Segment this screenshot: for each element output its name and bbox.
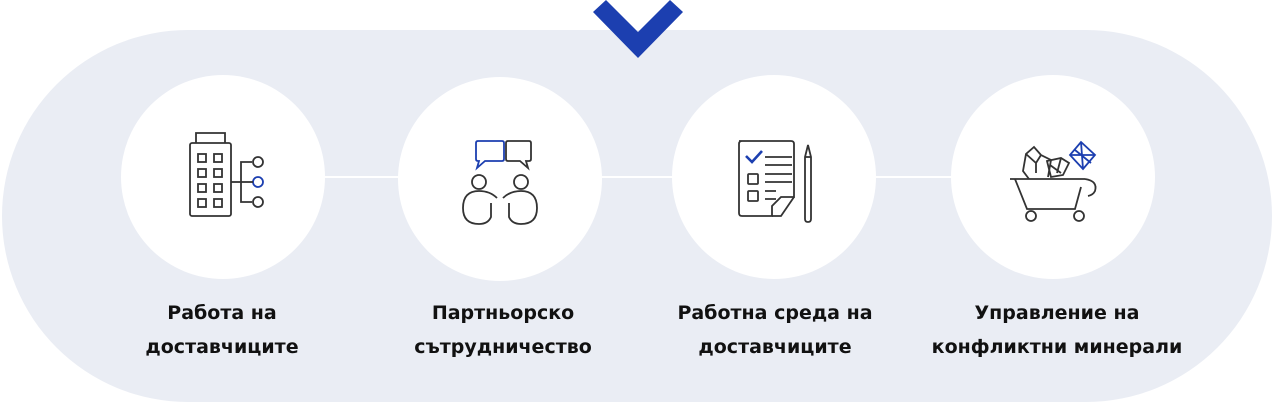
step-2-label: Партньорско сътрудничество (414, 302, 592, 358)
step-1-circle (121, 75, 325, 279)
step-2-circle (398, 77, 602, 281)
connector-line (320, 176, 404, 178)
step-4-label: Управление на конфликтни минерали (931, 302, 1183, 358)
supplier-building-icon (189, 132, 264, 217)
step-3-label: Работна среда на доставчиците (677, 302, 873, 358)
checklist-icon (738, 140, 812, 223)
step-1-label: Работа на доставчиците (145, 302, 299, 358)
chevron-down-icon (593, 0, 683, 58)
step-3-circle (672, 75, 876, 279)
partnership-icon (462, 140, 538, 225)
connector-line (876, 176, 956, 178)
connector-line (596, 176, 676, 178)
step-4-circle (951, 75, 1155, 279)
minerals-cart-icon (1010, 140, 1097, 222)
